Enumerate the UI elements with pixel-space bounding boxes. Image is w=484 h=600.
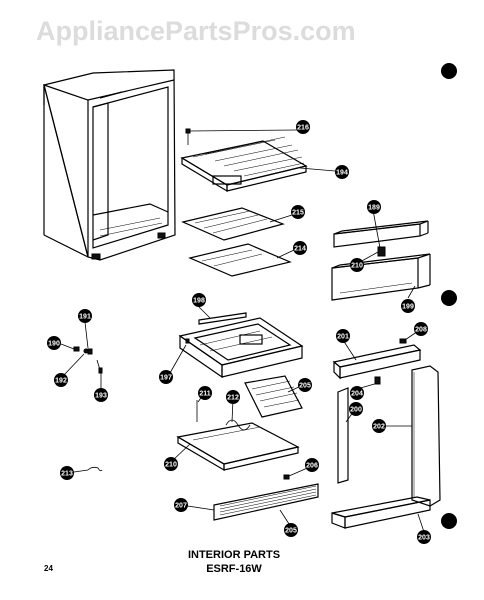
door-shelf-189-upper <box>333 220 429 248</box>
door-rail-201 <box>332 344 422 385</box>
svg-text:211: 211 <box>199 391 210 398</box>
svg-text:197: 197 <box>160 375 172 382</box>
callout-210-lower: 210 <box>164 457 178 471</box>
refrigerator-cabinet <box>43 69 176 261</box>
trim-bar-198 <box>198 312 247 325</box>
svg-text:203: 203 <box>418 535 430 542</box>
svg-text:210: 210 <box>351 263 363 270</box>
svg-text:199: 199 <box>402 304 414 311</box>
callout-189: 189 <box>367 200 381 214</box>
shelf-194 <box>180 136 308 193</box>
callout-208: 208 <box>414 322 428 336</box>
svg-text:191: 191 <box>79 314 91 321</box>
svg-text:205: 205 <box>285 528 297 535</box>
callout-200: 200 <box>349 402 363 416</box>
callout-198: 198 <box>192 293 206 307</box>
svg-text:206: 206 <box>306 463 318 470</box>
freezer-compartment-197 <box>178 317 304 379</box>
callout-203: 203 <box>417 530 431 544</box>
callout-212: 212 <box>226 390 240 404</box>
callout-197: 197 <box>159 370 173 384</box>
callout-191: 191 <box>78 309 92 323</box>
svg-text:213: 213 <box>61 471 73 478</box>
callout-192: 192 <box>54 373 68 387</box>
callout-215: 215 <box>291 205 305 219</box>
binder-hole-middle <box>441 290 457 306</box>
callout-210-upper: 210 <box>350 258 364 272</box>
svg-text:190: 190 <box>48 341 60 348</box>
svg-text:192: 192 <box>55 378 67 385</box>
door-shelf-203 <box>331 496 431 529</box>
fastener-206 <box>283 474 290 480</box>
svg-text:193: 193 <box>95 393 107 400</box>
callout-201: 201 <box>336 329 350 343</box>
screw-216 <box>185 128 191 145</box>
callout-207: 207 <box>174 498 188 512</box>
evaporator-cover-205 <box>244 375 303 418</box>
svg-text:204: 204 <box>351 391 363 398</box>
door-liner-202 <box>411 365 441 507</box>
svg-text:212: 212 <box>227 395 239 402</box>
binder-hole-top <box>441 63 457 79</box>
callout-211: 211 <box>198 386 212 400</box>
svg-text:198: 198 <box>193 298 205 305</box>
callout-204: 204 <box>350 386 364 400</box>
grille-205 <box>213 483 319 521</box>
svg-text:189: 189 <box>368 205 380 212</box>
binder-hole-bottom <box>441 513 457 529</box>
callout-205-upper: 205 <box>298 378 312 392</box>
svg-text:215: 215 <box>292 210 304 217</box>
watermark: AppliancePartsPros.com <box>36 16 356 46</box>
callout-199: 199 <box>401 299 415 313</box>
caption-title: INTERIOR PARTS <box>188 549 280 561</box>
callout-214: 214 <box>293 241 307 255</box>
leader-lines <box>60 129 425 533</box>
glass-shelf-214 <box>188 243 292 277</box>
callout-205-lower: 205 <box>284 523 298 537</box>
clip-210-upper <box>377 246 386 257</box>
page-number: 24 <box>44 564 53 573</box>
callout-202: 202 <box>372 419 386 433</box>
door-bin-199 <box>331 253 431 301</box>
svg-text:216: 216 <box>297 125 309 132</box>
callout-190: 190 <box>47 336 61 350</box>
svg-text:202: 202 <box>373 424 385 431</box>
svg-text:200: 200 <box>350 407 362 414</box>
callout-216: 216 <box>296 120 310 134</box>
callout-213: 213 <box>60 466 74 480</box>
svg-text:194: 194 <box>336 170 348 177</box>
crisper-cover-215 <box>181 207 285 241</box>
drip-tray-210 <box>176 422 300 472</box>
svg-text:207: 207 <box>175 503 187 510</box>
svg-text:205: 205 <box>299 383 311 390</box>
svg-text:214: 214 <box>294 246 306 253</box>
door-liner-200 <box>337 387 349 484</box>
svg-text:210: 210 <box>165 462 177 469</box>
svg-text:201: 201 <box>337 334 349 341</box>
callout-194: 194 <box>335 165 349 179</box>
callout-193: 193 <box>94 388 108 402</box>
svg-text:208: 208 <box>415 327 427 334</box>
spring-212 <box>225 419 251 431</box>
callout-206: 206 <box>305 458 319 472</box>
caption-model: ESRF-16W <box>206 563 262 575</box>
clip-208 <box>399 338 407 344</box>
clip-213 <box>87 466 103 472</box>
